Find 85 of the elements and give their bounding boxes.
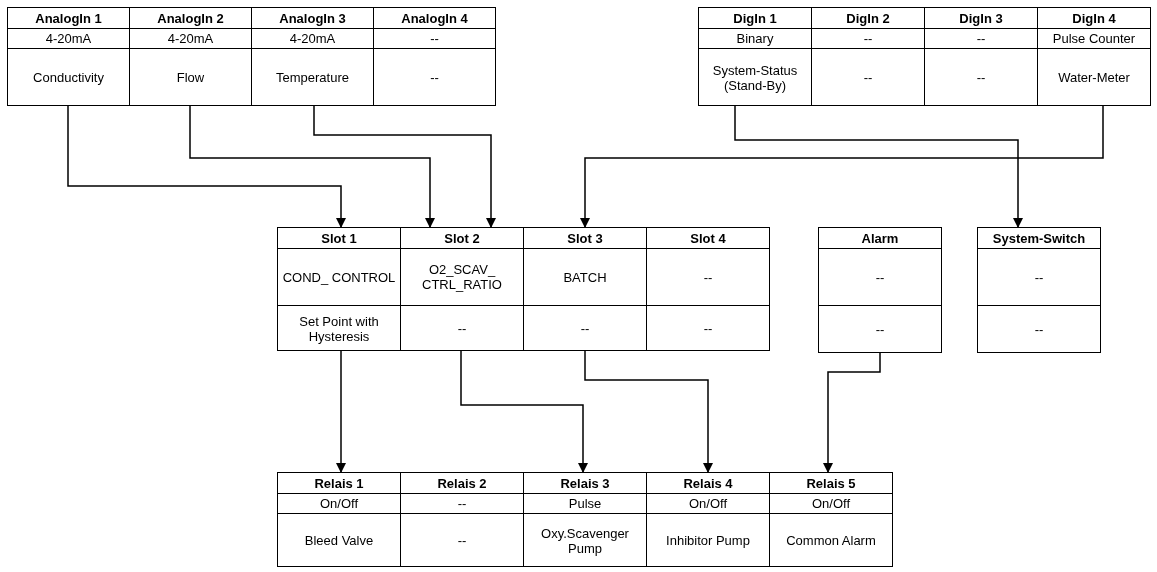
table-column	[523, 472, 647, 567]
arrow	[313, 105, 496, 228]
arrow	[823, 352, 881, 473]
table-column	[1037, 7, 1151, 106]
table-column	[977, 227, 1101, 353]
column-header: Alarm	[861, 230, 899, 246]
signal-type: --	[457, 496, 467, 511]
column-header: DigIn 3	[959, 10, 1003, 26]
arrow	[460, 350, 588, 473]
function-name: Temperature	[276, 70, 349, 85]
column-header: Slot 1	[321, 230, 357, 246]
arrow	[580, 105, 1104, 228]
arrow	[336, 350, 346, 473]
signal-type: COND_ CONTROL	[282, 269, 396, 285]
function-name: Set Point with Hysteresis	[298, 313, 380, 344]
table-column	[277, 227, 401, 351]
function-name: --	[703, 321, 713, 336]
function-name: --	[580, 321, 590, 336]
function-name: --	[863, 70, 873, 85]
arrow	[734, 105, 1023, 228]
function-name: --	[976, 70, 986, 85]
table-column	[646, 227, 770, 351]
signal-type: Binary	[736, 31, 774, 46]
column-header: AnalogIn 4	[401, 10, 468, 26]
arrow	[584, 350, 713, 473]
table-column	[698, 7, 812, 106]
column-header: DigIn 1	[733, 10, 777, 26]
column-header: DigIn 4	[1072, 10, 1116, 26]
column-header: System-Switch	[992, 230, 1086, 246]
signal-type: 4-20mA	[45, 31, 92, 46]
column-header: Relais 2	[437, 475, 487, 491]
column-header: Relais 5	[806, 475, 856, 491]
function-name: Water-Meter	[1058, 70, 1130, 85]
function-name: Bleed Valve	[304, 533, 374, 548]
signal-type: --	[875, 269, 885, 285]
signal-type: On/Off	[811, 496, 851, 511]
function-name: System-Status (Stand-By)	[711, 62, 799, 93]
table-column	[251, 7, 374, 106]
function-name: --	[457, 321, 467, 336]
column-header: Slot 3	[567, 230, 603, 246]
function-name: Common Alarm	[786, 533, 876, 548]
function-name: Flow	[176, 70, 205, 85]
column-header: Relais 1	[314, 475, 364, 491]
signal-type: BATCH	[563, 269, 607, 285]
column-header: Slot 2	[444, 230, 480, 246]
table-column	[646, 472, 770, 567]
signal-type: O2_SCAV_ CTRL_RATIO	[421, 262, 503, 292]
function-name: --	[457, 533, 467, 548]
table-column	[811, 7, 925, 106]
signal-type: 4-20mA	[289, 31, 336, 46]
signal-type: Pulse Counter	[1052, 31, 1136, 46]
table-column	[523, 227, 647, 351]
signal-type: --	[976, 31, 986, 46]
table-column	[373, 7, 496, 106]
column-header: Slot 4	[690, 230, 726, 246]
signal-type: --	[1034, 269, 1044, 285]
signal-type: Pulse	[568, 496, 602, 511]
table-column	[769, 472, 893, 567]
function-name: --	[430, 70, 439, 85]
signal-type: 4-20mA	[167, 31, 214, 46]
table-column	[818, 227, 942, 353]
function-name: --	[875, 322, 885, 337]
table-column	[129, 7, 252, 106]
table-column	[400, 227, 524, 351]
arrow	[67, 105, 346, 228]
signal-type: On/Off	[319, 496, 359, 511]
column-header: AnalogIn 1	[35, 10, 102, 26]
signal-type: On/Off	[688, 496, 728, 511]
table-column	[277, 472, 401, 567]
column-header: AnalogIn 3	[279, 10, 346, 26]
function-name: Oxy.Scavenger Pump	[540, 525, 630, 556]
arrow	[189, 105, 435, 228]
table-column	[7, 7, 130, 106]
table-column	[400, 472, 524, 567]
function-name: Inhibitor Pump	[666, 533, 750, 548]
function-name: --	[1034, 322, 1044, 337]
table-column	[924, 7, 1038, 106]
signal-type: --	[430, 31, 439, 46]
column-header: Relais 4	[683, 475, 733, 491]
column-header: DigIn 2	[846, 10, 890, 26]
signal-type: --	[863, 31, 873, 46]
signal-type: --	[703, 269, 713, 285]
column-header: Relais 3	[560, 475, 610, 491]
column-header: AnalogIn 2	[157, 10, 224, 26]
function-name: Conductivity	[33, 70, 104, 85]
